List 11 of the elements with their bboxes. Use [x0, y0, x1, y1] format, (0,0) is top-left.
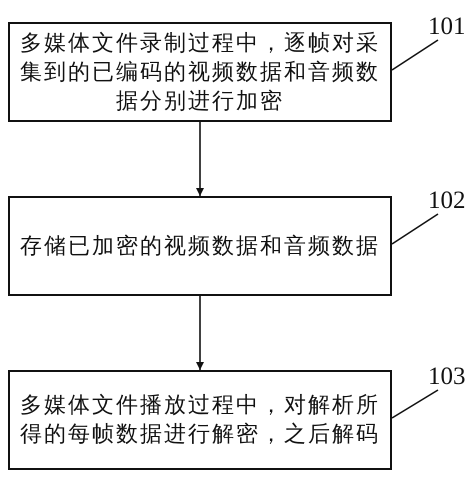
process-box: 多媒体文件录制过程中，逐帧对采集到的已编码的视频数据和音频数据分别进行加密	[8, 22, 392, 122]
process-box: 多媒体文件播放过程中，对解析所得的每帧数据进行解密，之后解码	[8, 370, 392, 470]
leader-line	[392, 39, 438, 71]
leader-line	[392, 213, 438, 245]
callout-number: 101	[428, 14, 466, 39]
callout-number: 103	[428, 364, 466, 389]
process-box: 存储已加密的视频数据和音频数据	[8, 196, 392, 296]
leader-line	[392, 389, 438, 419]
arrow	[196, 296, 204, 370]
arrow	[196, 122, 204, 196]
callout-number: 102	[428, 188, 466, 213]
